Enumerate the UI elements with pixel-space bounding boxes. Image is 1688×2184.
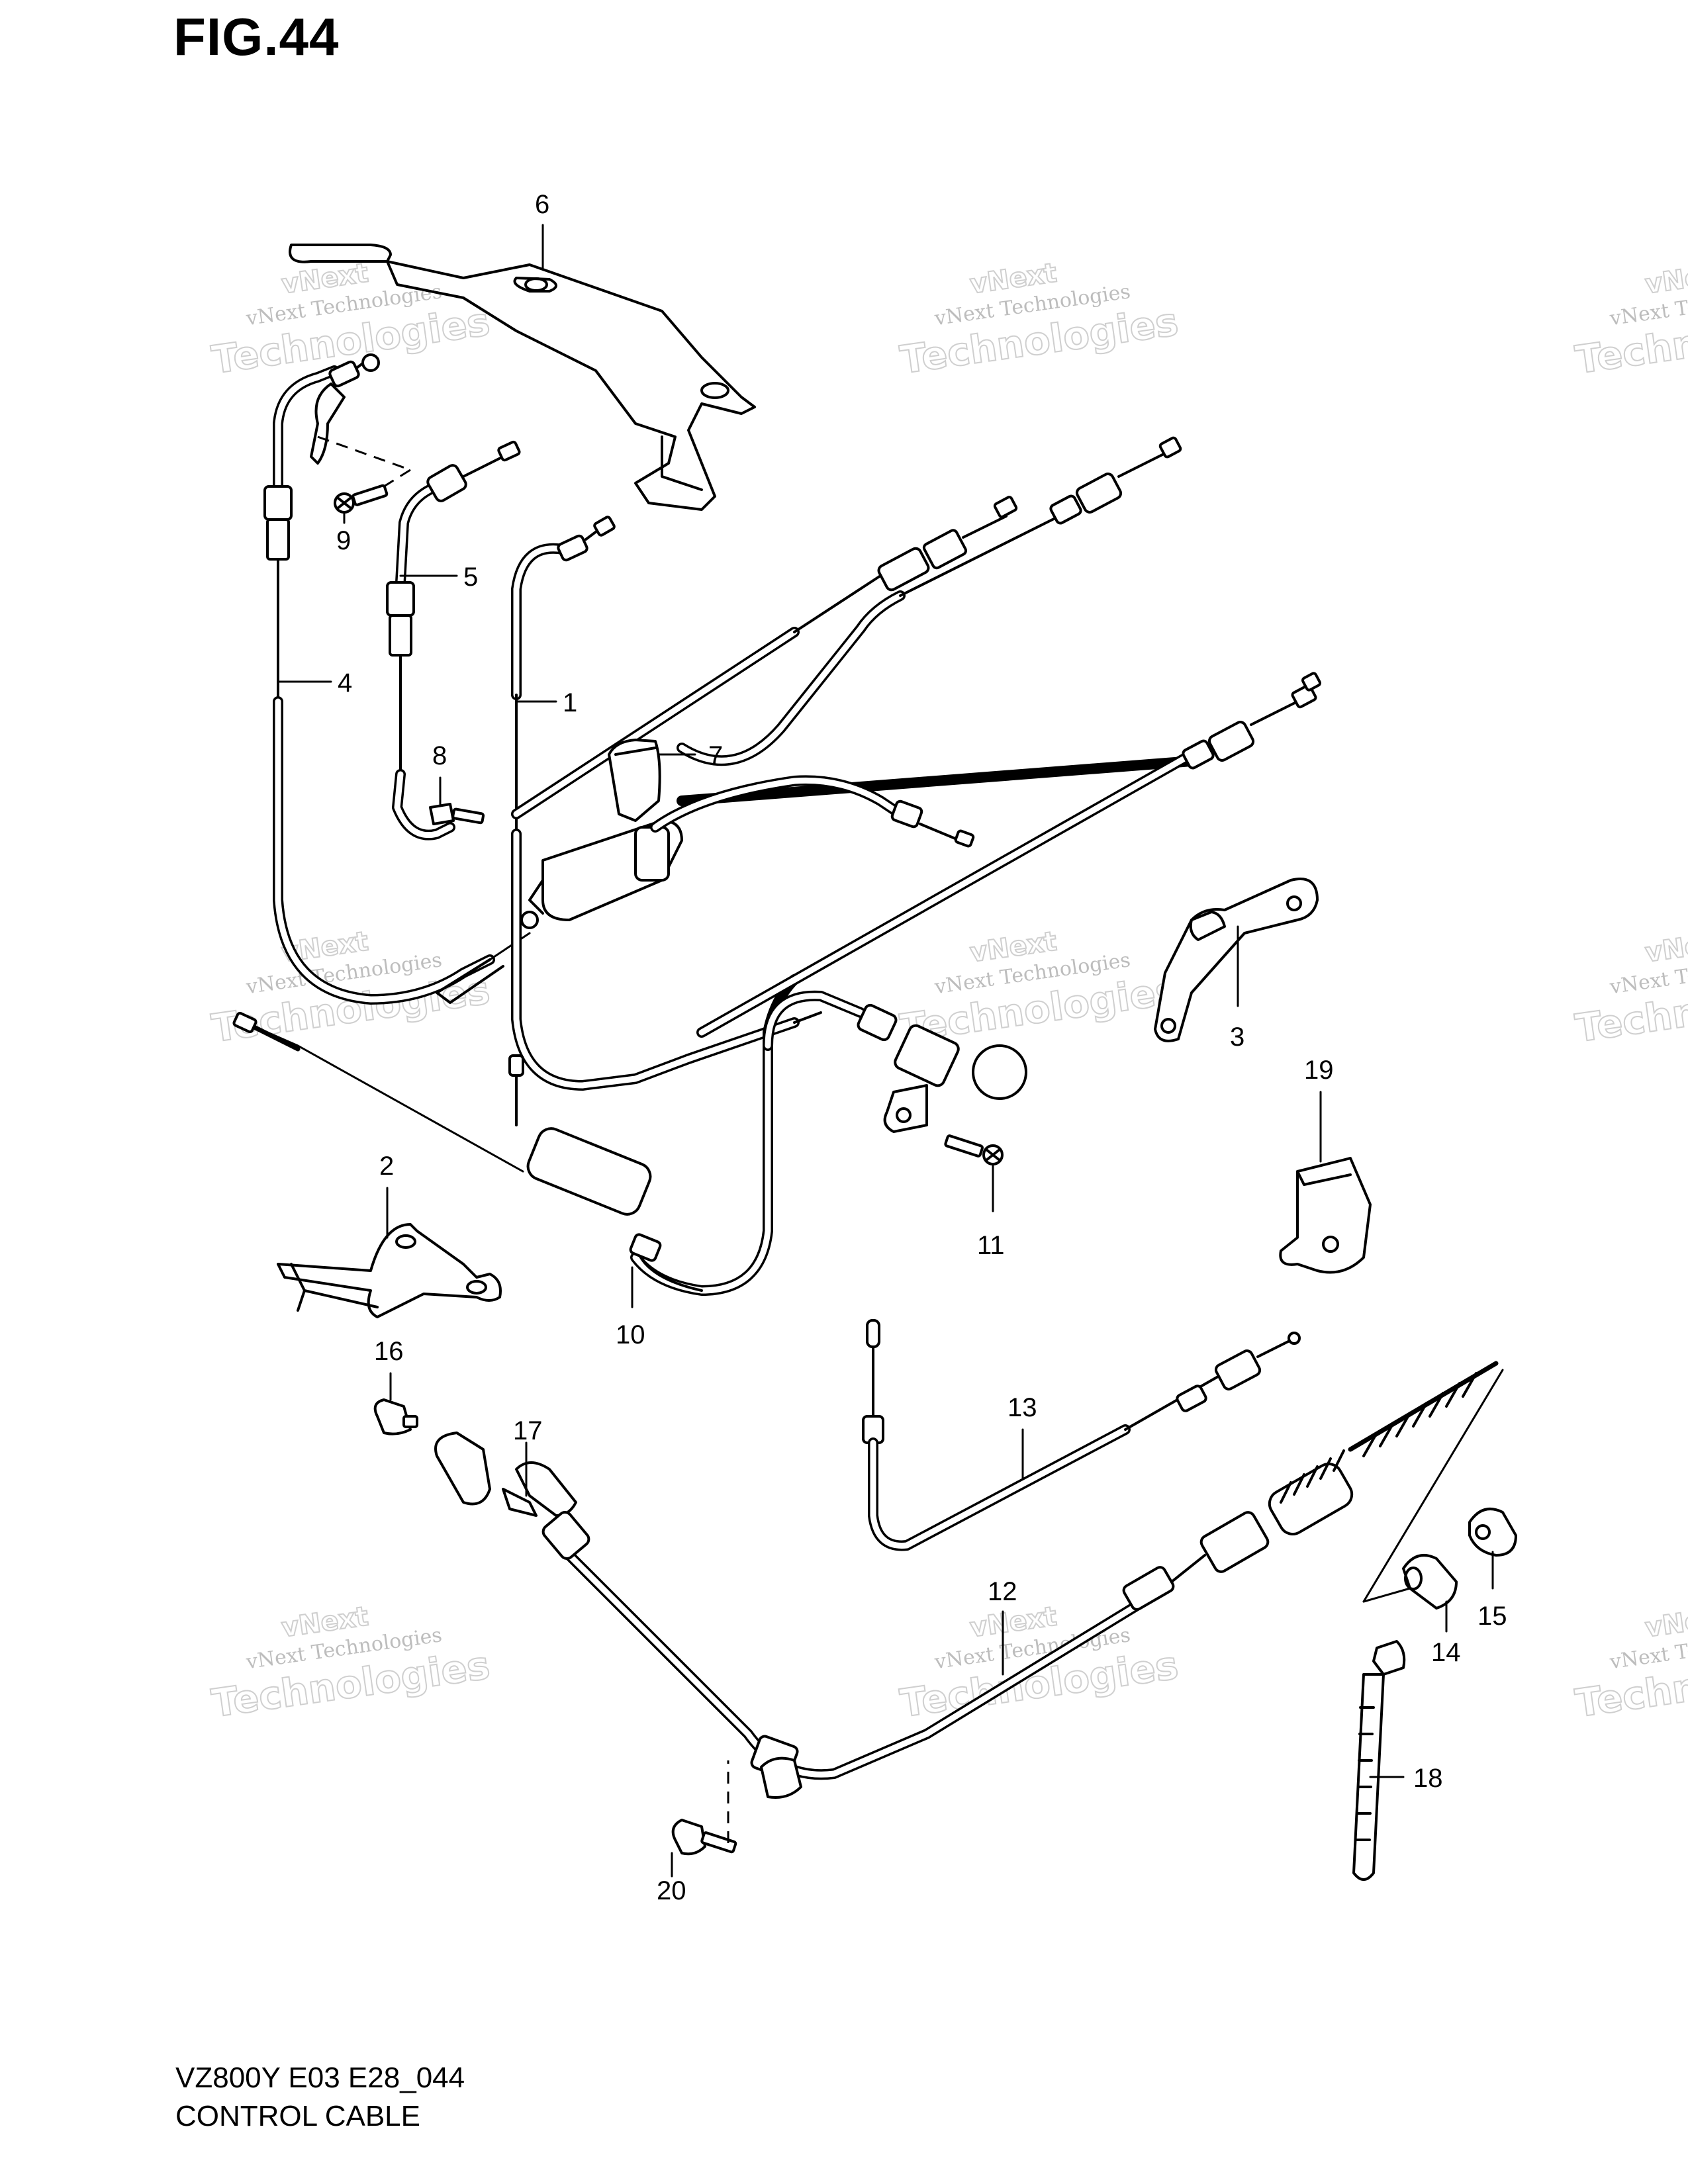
bracket-part-2 [277,1223,502,1318]
bracket-part-19 [1279,1157,1372,1274]
callout-2: 2 [379,1152,394,1181]
callout-5: 5 [463,563,478,592]
watermark-3: vNext vNext Technologies Technologies [1572,257,1688,383]
screw-part-11 [944,1134,1004,1165]
part-15 [1468,1508,1517,1557]
screw-part-9 [334,484,389,514]
callout-18: 18 [1413,1764,1443,1793]
watermark-1: vNext vNext Technologies Technologies [209,257,493,383]
middle-long-cable [677,672,1321,1051]
part-20-bolt [671,1756,802,1856]
part-18 [1352,1640,1406,1881]
cable-part-1 [511,516,822,1091]
choke-knob-assembly [630,990,1027,1296]
callout-10: 10 [616,1320,645,1349]
holder-part-7 [520,739,683,929]
figure-title: FIG.44 [173,7,340,66]
callout-6: 6 [535,190,549,219]
svg-text:vNext: vNext [1643,926,1688,968]
callout-12: 12 [988,1577,1017,1606]
guide-line-14-15b [1362,1587,1411,1603]
cable-part-5 [386,440,521,841]
callout-11: 11 [977,1231,1005,1260]
callout-15: 15 [1477,1602,1507,1631]
part-14 [1402,1554,1458,1610]
part-17 [434,1432,538,1517]
cable-part-12 [515,1361,1499,1780]
callout-9: 9 [336,526,351,555]
callout-3: 3 [1230,1023,1244,1052]
callout-16: 16 [374,1337,404,1366]
watermark-2: vNext vNext Technologies Technologies [897,257,1182,383]
cable-end-part-9-area [310,353,411,514]
cable-part-10 [232,1011,703,1292]
watermarks: vNext vNext Technologies Technologies vN… [209,257,1688,1727]
svg-text:vNext: vNext [1643,1601,1688,1643]
cable-center-bend [650,775,975,848]
callout-7: 7 [708,741,723,770]
watermark-5: vNext vNext Technologies Technologies [897,925,1182,1052]
part-16 [373,1398,418,1435]
callout-19: 19 [1304,1056,1334,1085]
cable-part-4 [263,365,531,1005]
bracket-part-3 [1154,878,1319,1042]
bracket-part-6 [289,244,756,511]
watermark-9: vNext vNext Technologies Technologies [1572,1600,1688,1727]
section-name: CONTROL CABLE [175,2100,421,2132]
callout-1: 1 [563,688,577,717]
upper-long-cables [511,436,1182,819]
screw-part-8 [429,803,485,825]
svg-text:vNext: vNext [1643,257,1688,300]
callouts: 6 9 5 4 1 8 7 3 19 11 2 [277,190,1507,1905]
callout-20: 20 [657,1876,686,1905]
callout-17: 17 [513,1416,543,1445]
callout-14: 14 [1431,1638,1461,1667]
watermark-6: vNext vNext Technologies Technologies [1572,925,1688,1052]
watermark-7: vNext vNext Technologies Technologies [209,1600,493,1727]
model-code: VZ800Y E03 E28_044 [175,2062,465,2094]
callout-4: 4 [338,668,352,698]
callout-13: 13 [1008,1393,1037,1422]
guide-line-14-15 [1362,1369,1504,1603]
callout-8: 8 [432,741,447,770]
cable-part-13 [862,1319,1301,1551]
